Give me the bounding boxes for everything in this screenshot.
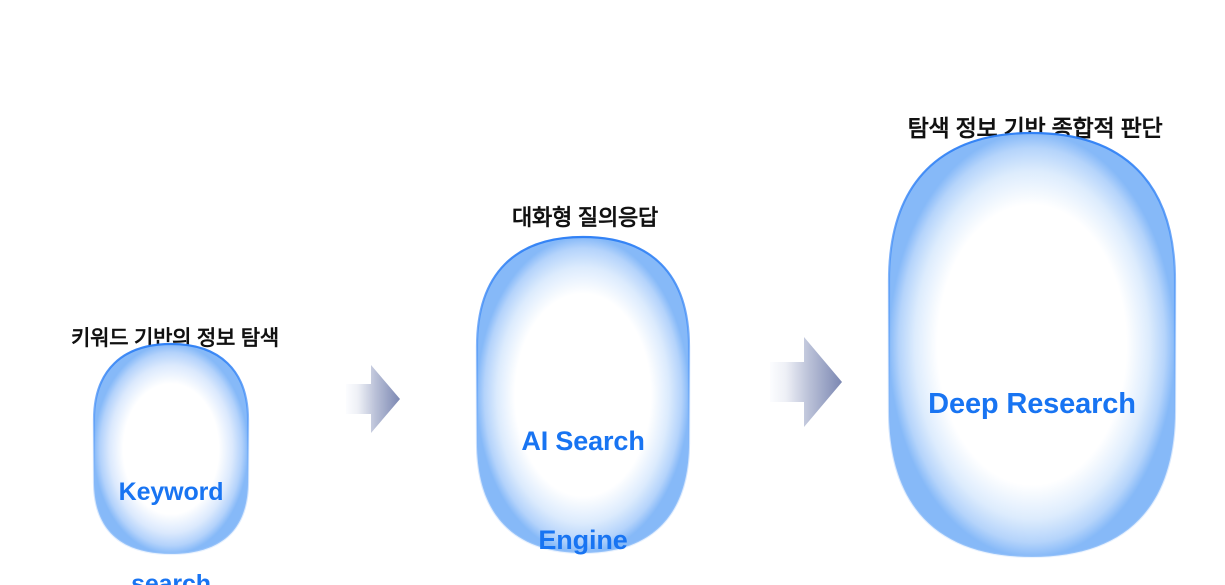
stage-label-keyword-search: Keyword search xyxy=(92,416,250,585)
stage-shape-deep-research[interactable]: Deep Research xyxy=(887,131,1177,559)
stage-label-line: search xyxy=(131,569,211,585)
squircle-shape xyxy=(92,342,250,556)
stage-label-deep-research: Deep Research xyxy=(887,316,1177,493)
arrow-stage1-to-stage2 xyxy=(345,364,401,434)
right-arrow-icon xyxy=(770,337,842,427)
caption-line: 대화형 질의응답 xyxy=(511,205,659,231)
stage-label-line: AI Search xyxy=(521,425,645,456)
stage-label-line: Deep Research xyxy=(928,387,1136,420)
stage-label-ai-search-engine: AI Search Engine xyxy=(475,359,691,585)
arrow-stage2-to-stage3 xyxy=(769,336,843,428)
stage-label-line: Keyword xyxy=(118,478,224,506)
right-arrow-icon xyxy=(346,365,400,433)
stage-shape-ai-search-engine[interactable]: AI Search Engine xyxy=(475,235,691,555)
stage-shape-keyword-search[interactable]: Keyword search xyxy=(92,342,250,585)
stage-label-line: Engine xyxy=(538,524,628,555)
squircle-shape xyxy=(475,235,691,555)
squircle-shape xyxy=(887,131,1177,559)
